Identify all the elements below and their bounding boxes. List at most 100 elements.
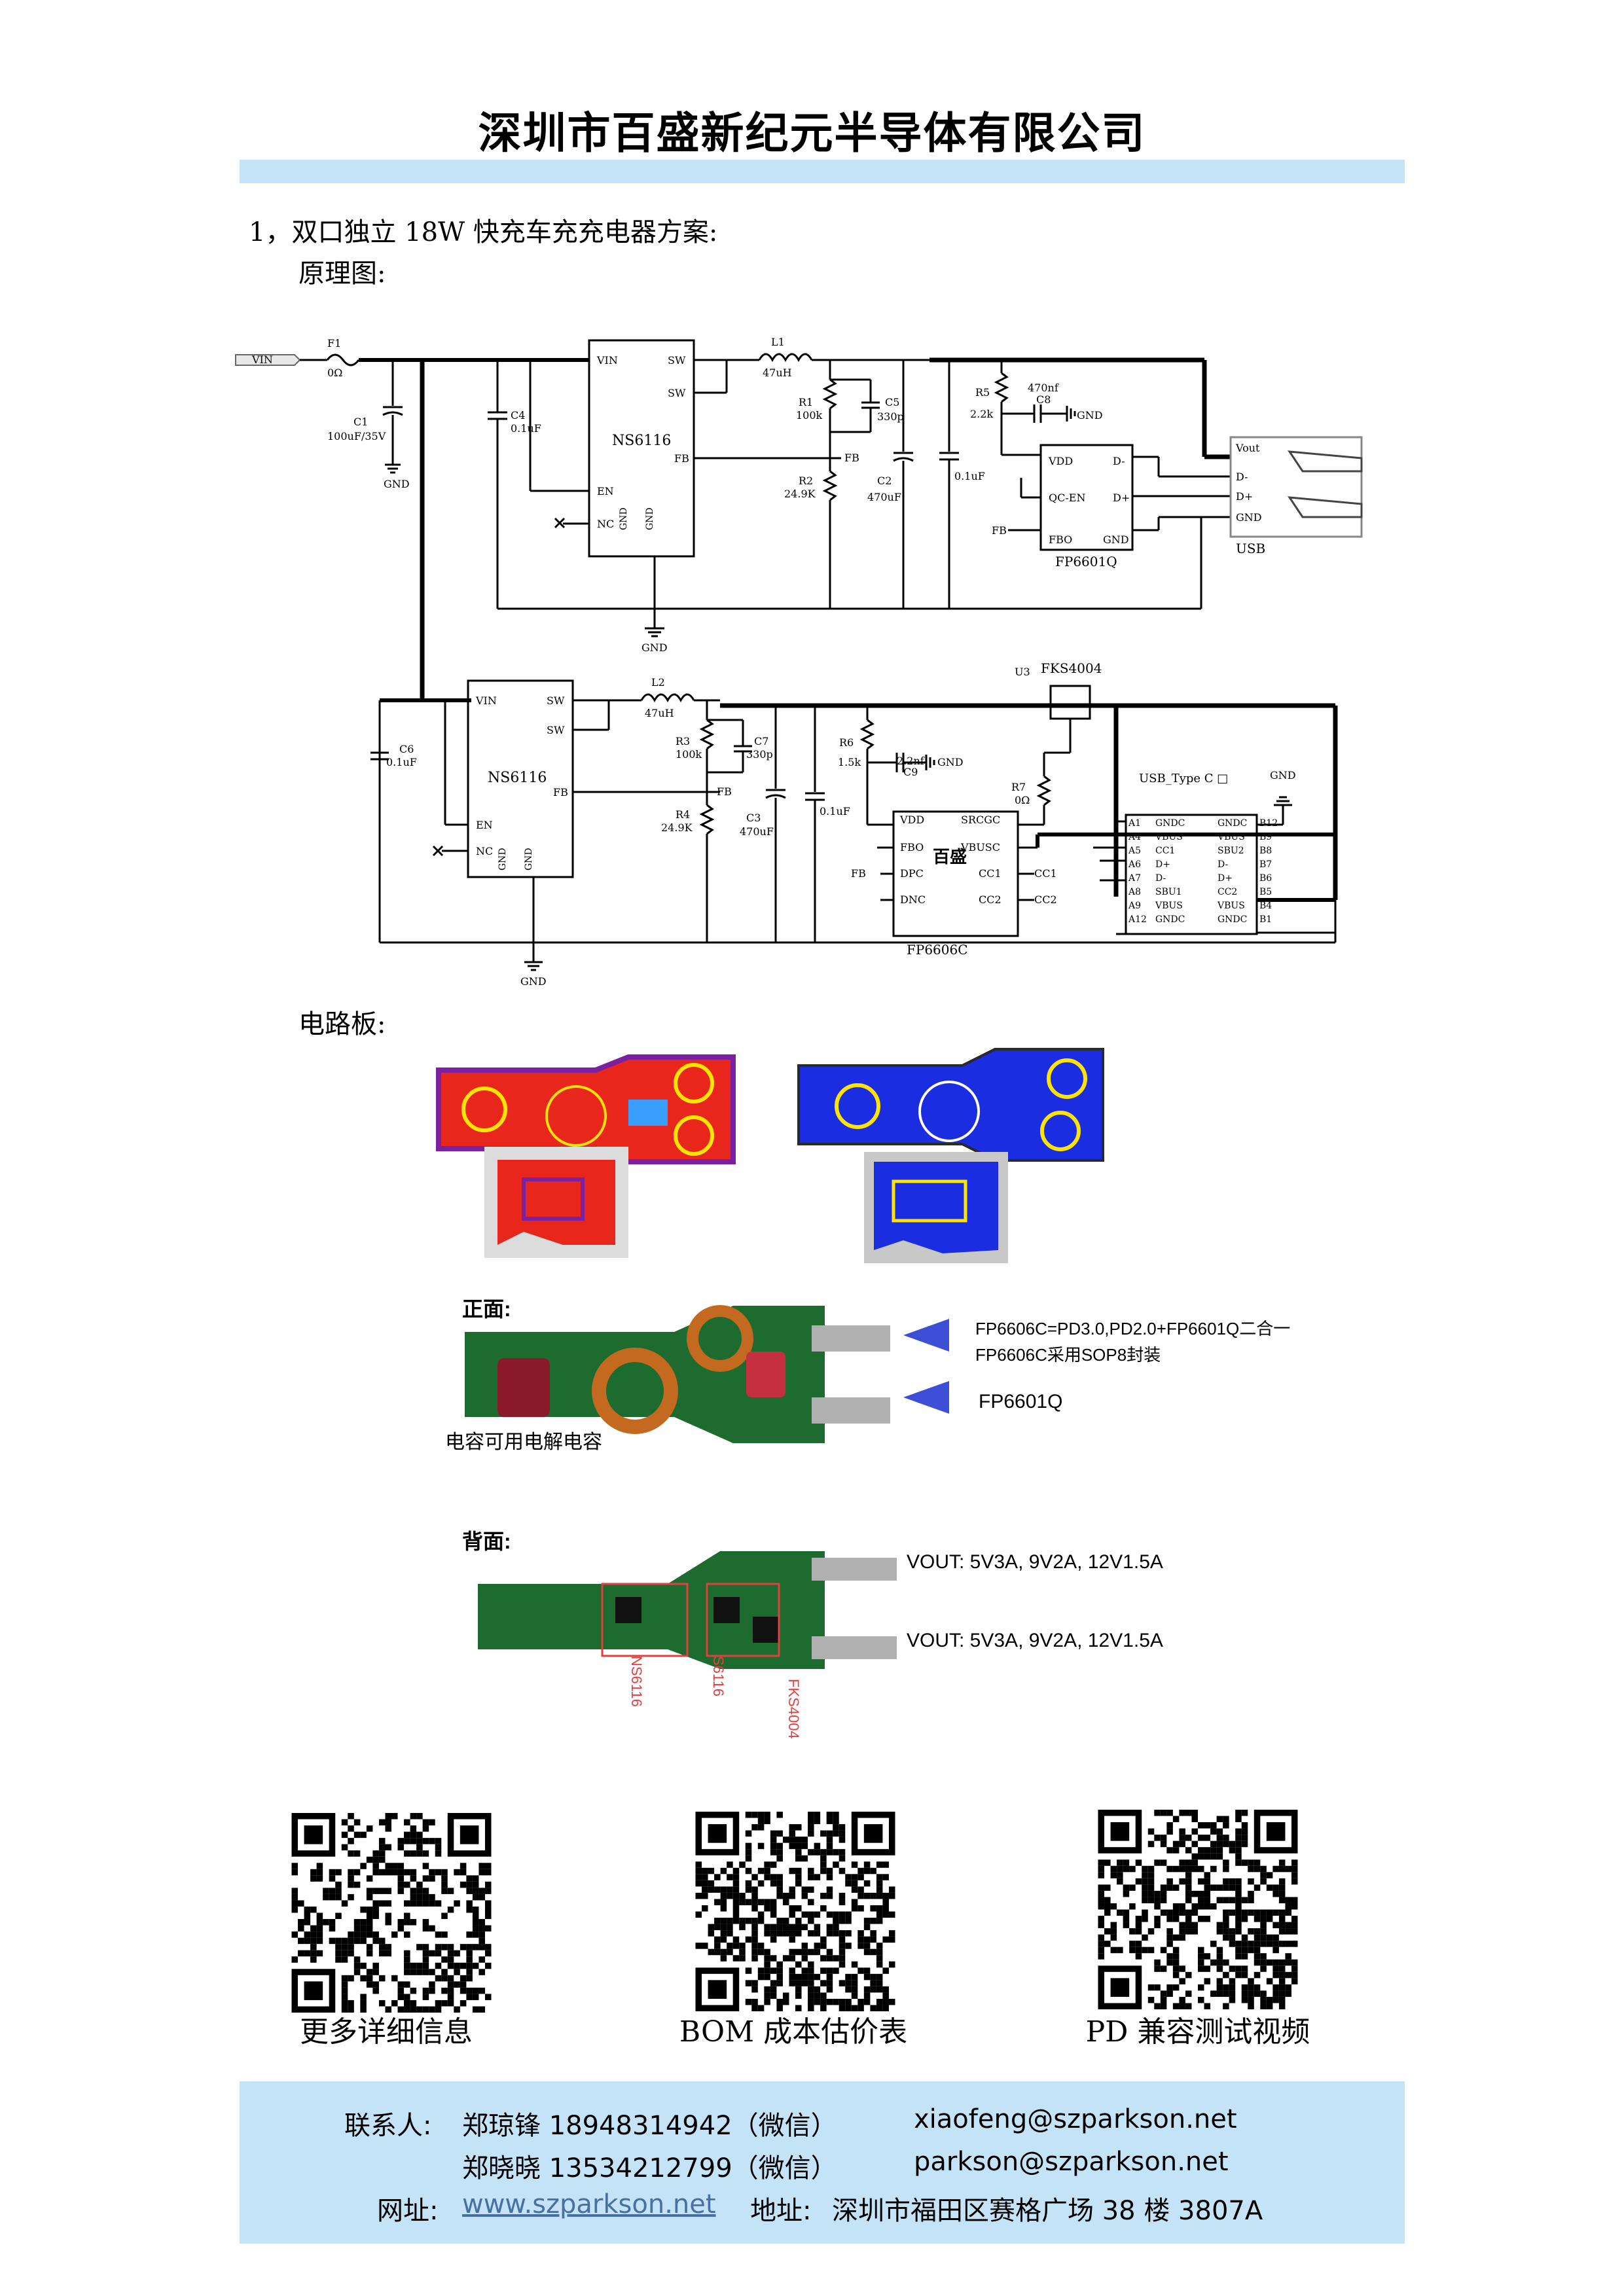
fp6606c-logo: 百盛 (933, 847, 967, 867)
fb-label-4: FB (851, 867, 866, 880)
ic3-fb: FB (553, 786, 568, 798)
c2-value: 470uF (867, 491, 901, 503)
qr-code-bom[interactable] (691, 1812, 900, 2011)
c9-label: C9 (903, 766, 918, 778)
typec-pin-list: GNDCVBUSCC1D+D-SBU1VBUSGNDCGNDCVBUSSBU2D… (1128, 818, 1278, 925)
c6-value: 0.1uF (386, 756, 417, 768)
ic3-gnd2: GND (524, 848, 534, 870)
pcb-red-top-image (436, 1054, 736, 1164)
r2-label: R2 (799, 475, 813, 487)
ic4-dnc: DNC (900, 893, 926, 906)
typec-right-signal: SBU2 (1218, 846, 1244, 856)
typec-right-pin: B8 (1259, 846, 1272, 856)
ic2-qc: QC-EN (1049, 492, 1085, 504)
c7-label: C7 (754, 735, 768, 747)
ic3-gnd1: GND (497, 848, 508, 870)
front-note-2: FP6606C采用SOP8封装 (975, 1345, 1161, 1365)
chip-label-fks4004: FKS4004 (785, 1679, 802, 1739)
fp6601q-name: FP6601Q (1055, 554, 1117, 569)
typec-right-signal: D+ (1218, 873, 1233, 884)
ic2-gnd: GND (1103, 533, 1129, 546)
r5-label: R5 (975, 386, 990, 399)
typec-left-pin: A1 (1128, 818, 1141, 829)
ic2-dp: D+ (1113, 492, 1130, 504)
contact-person-2: 郑晓晓 13534212799（微信） (462, 2153, 837, 2183)
usb-dp: D+ (1236, 490, 1253, 503)
r6-label: R6 (839, 736, 854, 749)
typec-left-signal: SBU1 (1155, 887, 1182, 897)
typec-right-signal: GNDC (1218, 818, 1247, 829)
website-link[interactable]: www.szparkson.net (462, 2189, 716, 2219)
usb-gnd: GND (1236, 511, 1262, 524)
pcb-front-photo (465, 1305, 890, 1443)
ic4-fbo: FBO (900, 841, 924, 853)
c2-label: C2 (877, 475, 892, 487)
typec-right-pin: B1 (1259, 914, 1272, 925)
qr-label-bom: BOM 成本估价表 (679, 2015, 908, 2049)
f1-value: 0Ω (327, 367, 342, 379)
contact-email-1[interactable]: xiaofeng@szparkson.net (914, 2104, 1237, 2134)
gnd-label-3: GND (1077, 409, 1103, 422)
gnd-label-4: GND (520, 975, 547, 988)
fb-node-label: FB (844, 452, 859, 464)
front-label: 正面: (462, 1297, 511, 1321)
contact-email-2[interactable]: parkson@szparkson.net (914, 2147, 1229, 2177)
qr-label-more-info: 更多详细信息 (300, 2015, 473, 2049)
contact-person-1: 郑琼锋 18948314942（微信） (462, 2111, 837, 2141)
section-subheading: 原理图: (298, 259, 386, 289)
r4-value: 24.9K (661, 821, 693, 834)
typec-right-pin: B7 (1259, 859, 1272, 870)
gnd-label-6: GND (1270, 769, 1296, 781)
l1-label: L1 (771, 336, 785, 348)
c1-value: 100uF/35V (327, 430, 386, 442)
pcb-blue-bottom-image (864, 1152, 1008, 1263)
ic4-vbus: VBUSC (960, 841, 1000, 853)
ic1-gnd1: GND (619, 507, 629, 530)
c5-value: 330p (877, 410, 904, 423)
qr-code-pd-video[interactable] (1093, 1810, 1303, 2009)
r1-label: R1 (799, 396, 813, 408)
contact-footer: 联系人: 郑琼锋 18948314942（微信） xiaofeng@szpark… (240, 2081, 1405, 2244)
typec-left-signal: VBUS (1155, 832, 1183, 842)
ic1-en: EN (597, 485, 614, 497)
usb-dm: D- (1236, 471, 1248, 483)
fp6606c-name: FP6606C (907, 942, 968, 958)
ic3-sw2: SW (547, 724, 565, 736)
arrow-icons (903, 1319, 949, 1414)
c4-label: C4 (511, 409, 525, 422)
chip-label-ns6116: NS6116 (628, 1656, 645, 1707)
c1-label: C1 (353, 416, 368, 428)
ic1-sw2: SW (668, 387, 686, 399)
c3-label: C3 (746, 812, 761, 824)
title-band (240, 160, 1405, 183)
cc1-out: CC1 (1034, 867, 1057, 880)
ic1-nc: NC (597, 518, 614, 530)
r1-value: 100k (796, 409, 823, 422)
typec-right-signal: GNDC (1218, 914, 1247, 925)
typec-left-signal: CC1 (1155, 846, 1175, 856)
ic1-gnd2: GND (645, 507, 655, 530)
ic2-fbo: FBO (1049, 533, 1072, 546)
address-label: 地址: (750, 2196, 812, 2226)
qr-code-more-info[interactable] (287, 1813, 496, 2013)
r5-value: 2.2k (970, 408, 993, 420)
typec-right-signal: VBUS (1217, 901, 1245, 911)
vout-line-2: VOUT: 5V3A, 9V2A, 12V1.5A (907, 1630, 1163, 1651)
usb-vout: Vout (1235, 442, 1260, 454)
ic4-vdd: VDD (899, 814, 924, 826)
c9-value: 2.2nf (897, 755, 925, 767)
typec-left-pin: A4 (1128, 832, 1141, 842)
contact-label: 联系人: (344, 2111, 432, 2141)
l2-label: L2 (651, 676, 665, 689)
typec-right-pin: B12 (1259, 818, 1278, 829)
typec-left-signal: GNDC (1155, 914, 1185, 925)
f1-label: F1 (327, 337, 341, 350)
c8-value: 470nf (1028, 382, 1059, 394)
ic2-dm: D- (1113, 455, 1125, 467)
fb-label-3: FB (717, 785, 732, 798)
typec-left-signal: D+ (1155, 859, 1170, 870)
c8-label: C8 (1036, 393, 1051, 406)
website-label: 网址: (377, 2196, 439, 2226)
typec-left-pin: A5 (1128, 846, 1141, 856)
typec-left-signal: VBUS (1155, 901, 1183, 911)
